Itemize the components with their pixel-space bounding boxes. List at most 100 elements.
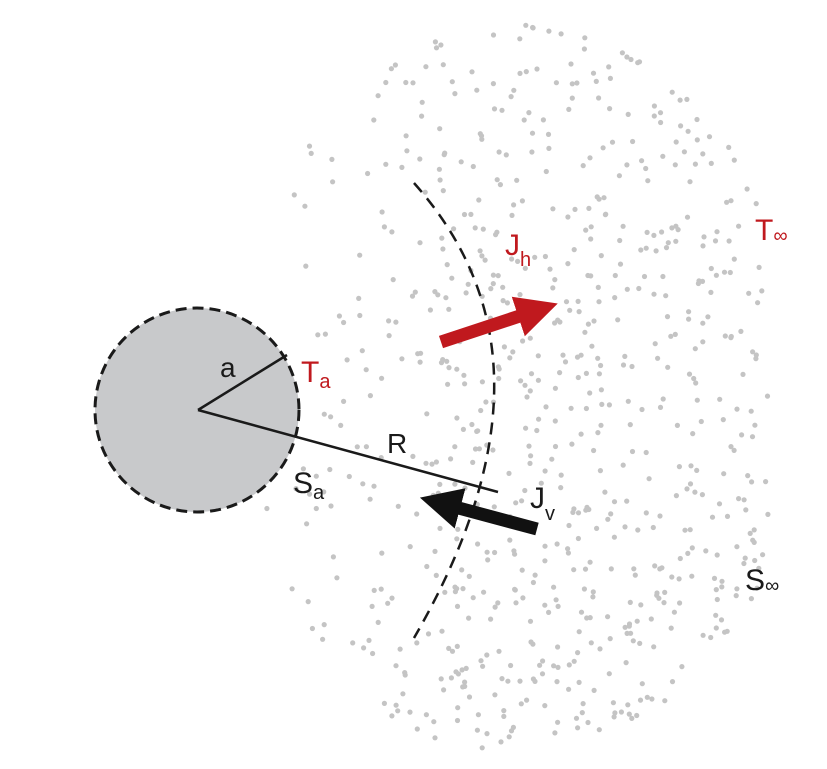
vapor-particle	[381, 224, 387, 230]
vapor-particle	[503, 152, 509, 158]
vapor-particle	[698, 418, 704, 425]
vapor-particle	[452, 444, 458, 450]
vapor-particle	[576, 679, 582, 686]
vapor-particle	[712, 238, 719, 244]
vapor-particle	[417, 156, 423, 162]
vapor-particle	[662, 589, 668, 596]
vapor-particle	[550, 285, 556, 291]
vapor-particle	[410, 453, 416, 459]
vapor-particle	[587, 390, 593, 396]
vapor-particle	[755, 300, 761, 306]
vapor-particle	[472, 446, 479, 452]
vapor-particle	[328, 503, 334, 509]
vapor-particle	[618, 709, 625, 715]
vapor-particle	[454, 366, 460, 372]
vapor-particle	[523, 22, 529, 28]
vapor-particle	[365, 170, 371, 177]
vapor-particle	[518, 701, 524, 707]
vapor-particle	[501, 344, 507, 350]
vapor-particle	[552, 418, 558, 424]
vapor-particle	[744, 186, 750, 192]
vapor-particle	[630, 138, 636, 145]
vapor-particle	[508, 662, 514, 669]
vapor-particle	[591, 687, 597, 694]
vapor-particle	[591, 447, 597, 454]
vapor-particle	[660, 273, 666, 280]
vapor-particle	[542, 602, 548, 608]
vapor-particle	[700, 632, 706, 638]
vapor-particle	[660, 396, 666, 402]
vapor-particle	[479, 745, 485, 751]
vapor-particle	[745, 473, 751, 479]
vapor-particle	[359, 348, 365, 354]
vapor-particle	[574, 354, 581, 360]
vapor-particle	[566, 686, 572, 692]
vapor-particle	[524, 697, 530, 703]
vapor-particle	[700, 151, 706, 157]
vapor-particle	[513, 600, 519, 606]
vapor-particle	[662, 698, 668, 704]
vapor-particle	[689, 573, 695, 579]
vapor-particle	[496, 366, 502, 372]
vapor-particle	[747, 530, 753, 537]
vapor-particle	[496, 375, 502, 382]
vapor-particle	[369, 603, 375, 610]
vapor-particle	[690, 431, 696, 437]
vapor-particle	[760, 552, 766, 558]
vapor-particle	[590, 589, 596, 595]
vapor-particle	[665, 364, 671, 370]
vapor-particle	[754, 585, 760, 591]
vapor-particle	[341, 398, 347, 404]
vapor-particle	[728, 198, 734, 204]
vapor-particle	[543, 404, 549, 410]
vapor-particle	[718, 617, 725, 623]
vapor-particle	[705, 314, 711, 320]
vapor-particle	[626, 711, 632, 717]
vapor-particle	[388, 66, 394, 72]
vapor-particle	[719, 578, 725, 584]
vapor-particle	[558, 472, 564, 478]
vapor-particle	[470, 163, 476, 170]
vapor-particle	[716, 501, 723, 507]
vapor-particle	[400, 691, 406, 697]
vapor-particle	[624, 286, 630, 292]
vapor-particle	[629, 448, 636, 455]
vapor-particle	[738, 328, 744, 334]
vapor-particle	[676, 576, 682, 582]
vapor-particle	[529, 130, 536, 136]
vapor-particle	[496, 648, 502, 654]
vapor-particle	[452, 91, 458, 97]
vapor-particle	[567, 307, 573, 313]
vapor-particle	[445, 381, 451, 387]
vapor-particle	[441, 687, 447, 693]
vapor-particle	[470, 595, 476, 601]
vapor-particle	[527, 335, 533, 341]
vapor-particle	[566, 522, 572, 529]
vapor-particle	[488, 286, 494, 292]
vapor-particle	[597, 646, 603, 652]
vapor-particle	[397, 646, 403, 652]
vapor-particle	[584, 615, 590, 621]
vapor-particle	[624, 498, 630, 504]
vapor-particle	[542, 253, 549, 260]
vapor-particle	[558, 485, 564, 491]
vapor-particle	[650, 524, 656, 531]
vapor-particle	[651, 232, 657, 238]
vapor-particle	[719, 584, 725, 590]
vapor-particle	[552, 730, 558, 736]
vapor-particle	[571, 247, 577, 253]
vapor-particle	[684, 96, 690, 102]
vapor-particle	[630, 638, 636, 644]
vapor-particle	[392, 62, 398, 68]
vapor-particle	[644, 229, 650, 235]
vapor-particle	[635, 527, 641, 533]
vapor-particle	[528, 639, 534, 645]
vapor-particle	[462, 485, 468, 491]
vapor-particle	[660, 153, 666, 159]
vapor-particle	[493, 232, 499, 238]
vapor-particle	[414, 511, 420, 517]
vapor-particle	[677, 97, 683, 103]
vapor-particle	[474, 87, 480, 93]
vapor-particle	[454, 643, 460, 650]
vapor-particle	[470, 459, 476, 465]
